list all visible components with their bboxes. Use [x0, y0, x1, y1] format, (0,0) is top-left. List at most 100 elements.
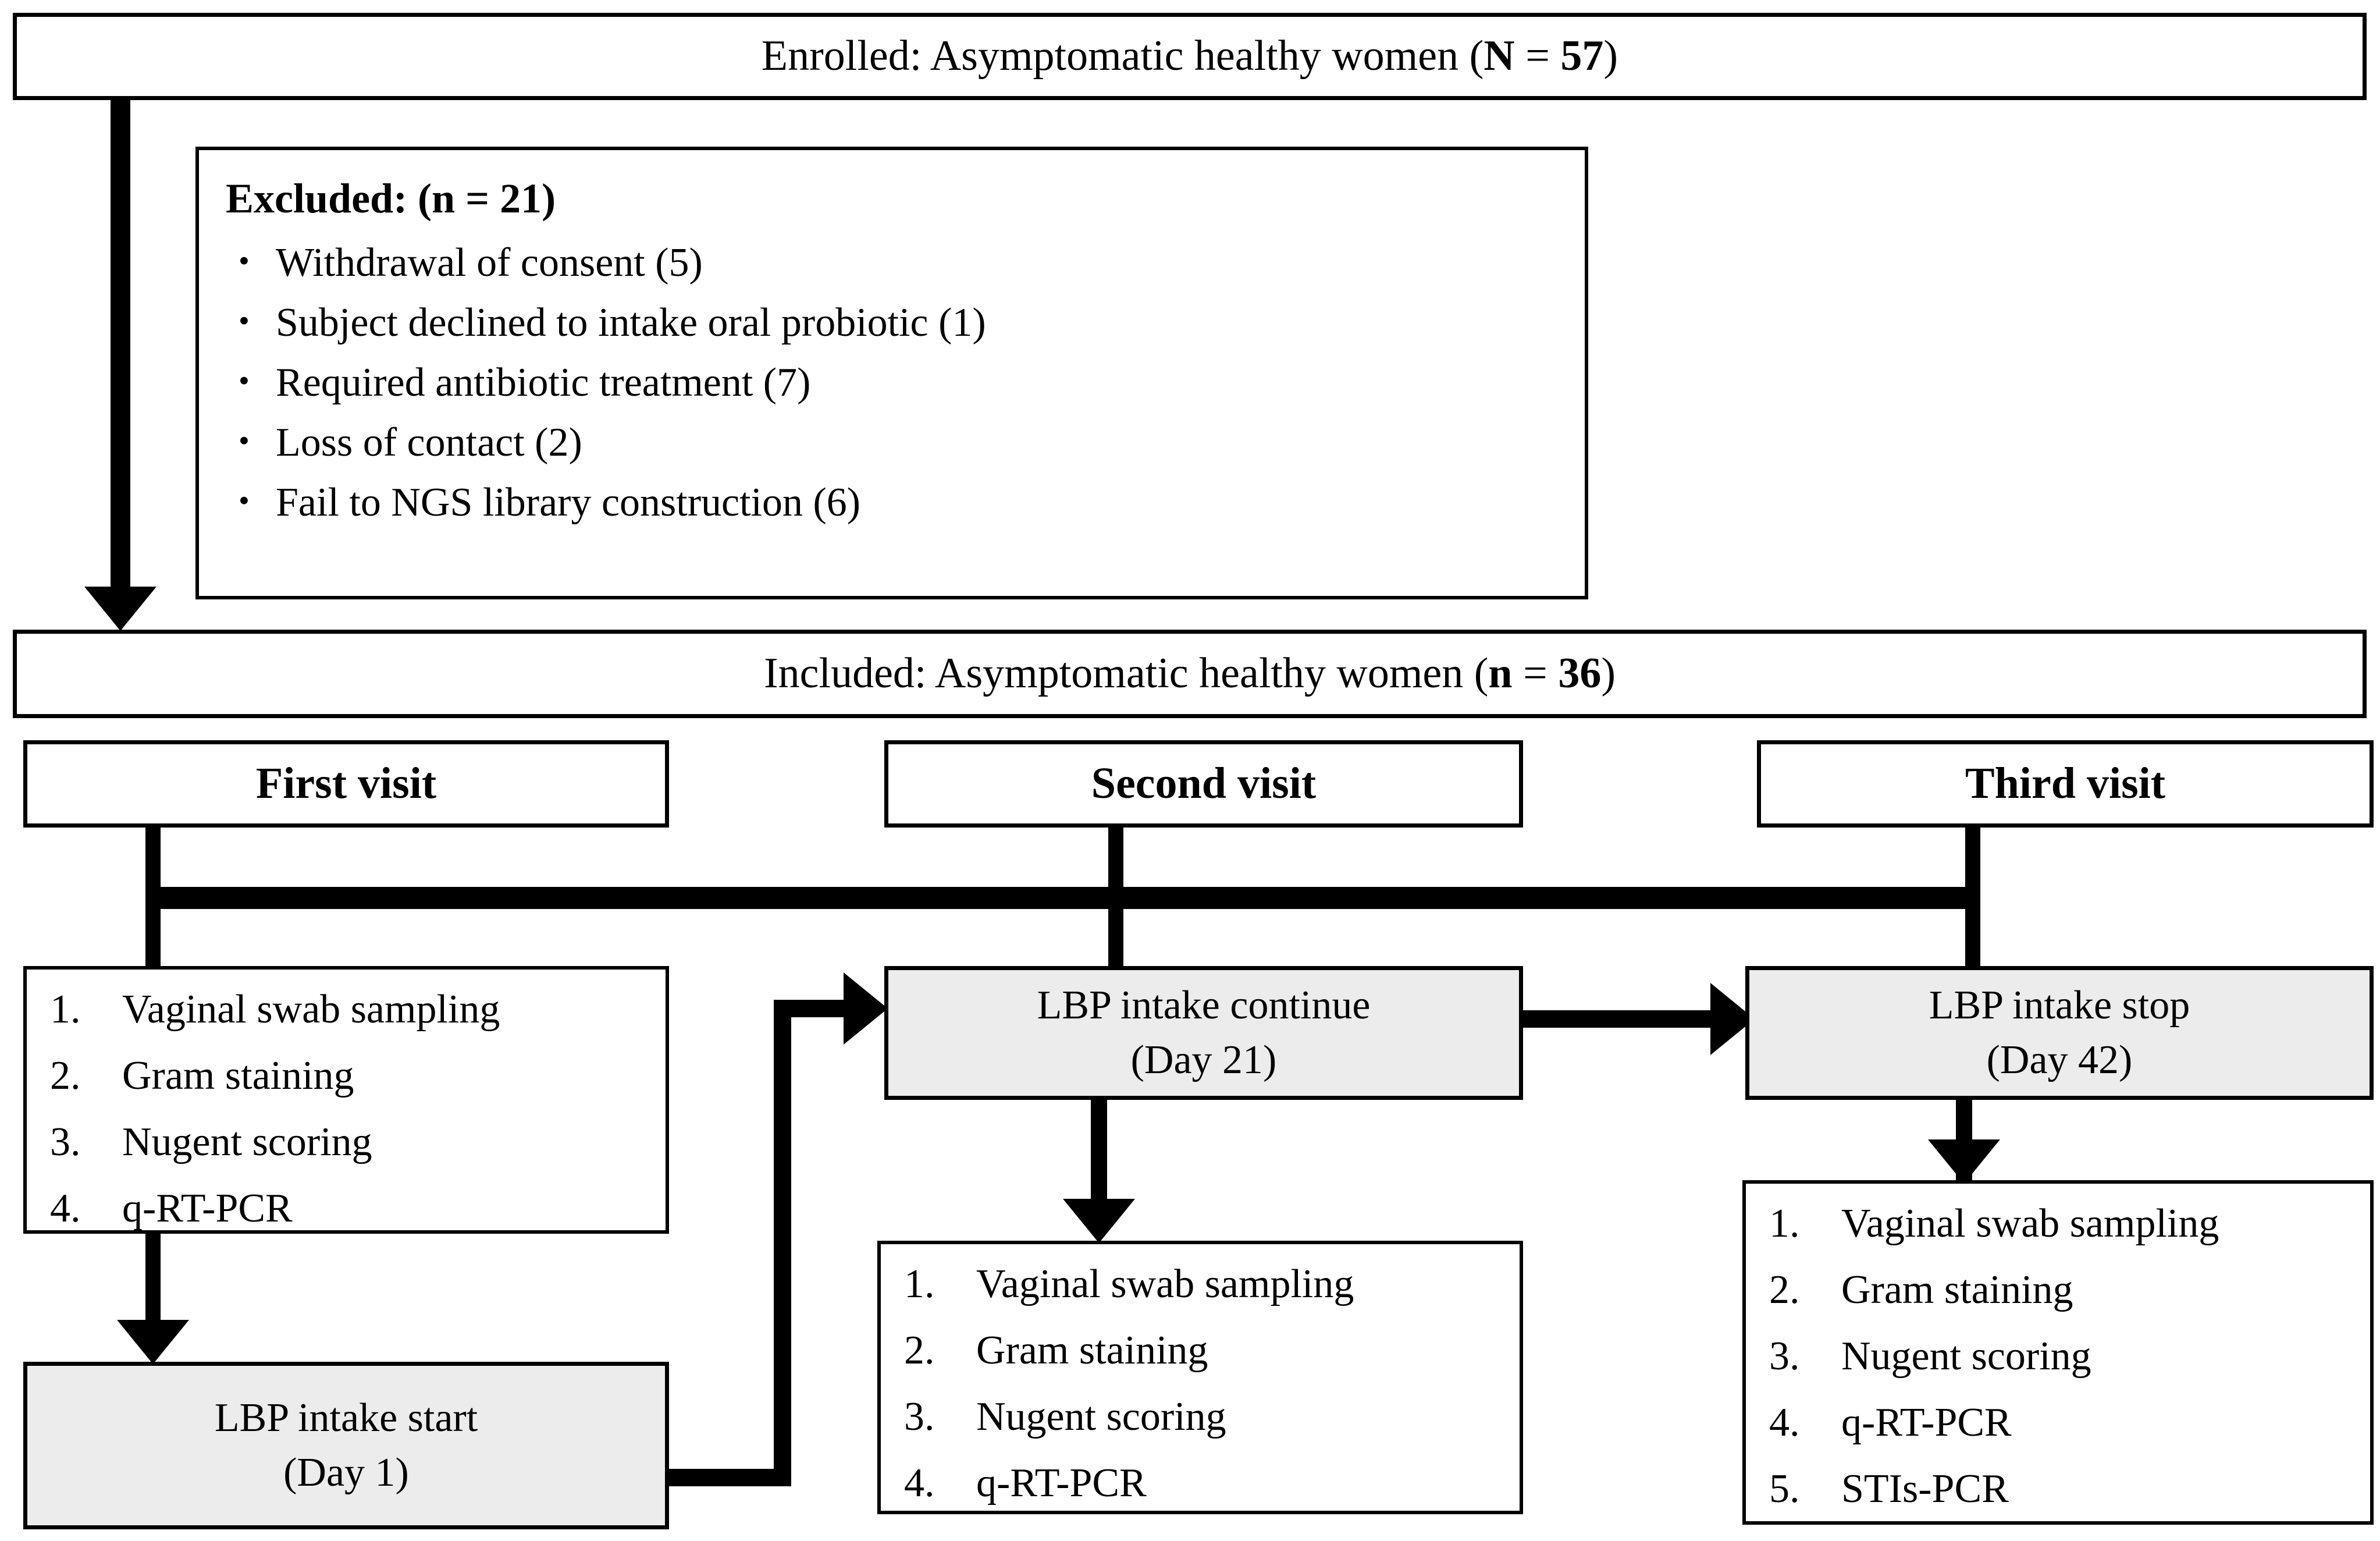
procedure-index: 1. — [1769, 1201, 1800, 1246]
second-visit-header-box: Second visit — [884, 740, 1523, 828]
bullet-icon: • — [239, 243, 250, 279]
list-item: 2. Gram staining — [1769, 1270, 2360, 1311]
third-visit-header-box: Third visit — [1757, 740, 2374, 828]
second-visit-procedures-box: 1. Vaginal swab sampling 2. Gram stainin… — [877, 1241, 1523, 1514]
procedure-index: 1. — [904, 1262, 935, 1306]
excluded-content: Excluded: (n = 21) • Withdrawal of conse… — [226, 173, 1567, 523]
enrolled-n-value: 57 — [1560, 32, 1604, 80]
list-item: 3. Nugent scoring — [1769, 1336, 2360, 1377]
third-visit-procedures-box: 1. Vaginal swab sampling 2. Gram stainin… — [1742, 1180, 2374, 1525]
procedure-index: 2. — [1769, 1267, 1800, 1312]
excluded-heading: Excluded: (n = 21) — [226, 173, 1567, 223]
included-label-suffix: ) — [1601, 649, 1616, 698]
procedure-index: 3. — [1769, 1334, 1800, 1379]
included-n-value: 36 — [1558, 649, 1602, 698]
enrolled-n-symbol: N — [1484, 32, 1515, 80]
bullet-icon: • — [239, 423, 250, 459]
excluded-reason-text: Withdrawal of consent (5) — [276, 240, 703, 286]
connector-first-visit-stem — [145, 826, 161, 897]
second-visit-title: Second visit — [1091, 759, 1317, 808]
enrolled-label-suffix: ) — [1603, 32, 1618, 80]
lbp-intake-stop-line1: LBP intake stop — [1929, 982, 2190, 1028]
bullet-icon: • — [239, 303, 250, 339]
list-item: • Required antibiotic treatment (7) — [226, 363, 1567, 403]
lbp-intake-continue-box: LBP intake continue (Day 21) — [884, 966, 1523, 1100]
procedure-text: Gram staining — [976, 1328, 1208, 1373]
excluded-box: Excluded: (n = 21) • Withdrawal of conse… — [195, 147, 1588, 599]
bullet-icon: • — [239, 483, 250, 519]
list-item: 4. q-RT-PCR — [904, 1463, 1509, 1504]
first-visit-procedure-list: 1. Vaginal swab sampling 2. Gram stainin… — [50, 989, 655, 1229]
excluded-reason-text: Subject declined to intake oral probioti… — [276, 300, 986, 346]
included-eq: = — [1512, 649, 1559, 698]
connector-firstvisit-to-lbpstart — [145, 1234, 161, 1336]
procedure-text: Nugent scoring — [1841, 1334, 2091, 1379]
arrowhead-firstvisit-to-lbpstart — [117, 1320, 189, 1364]
included-label-prefix: Included: Asymptomatic healthy women ( — [764, 649, 1489, 698]
connector-lbpcontinue-to-lbpstop — [1522, 1010, 1714, 1028]
included-n-symbol: n — [1488, 649, 1513, 698]
procedure-text: q-RT-PCR — [976, 1461, 1147, 1506]
list-item: 4. q-RT-PCR — [50, 1188, 655, 1229]
list-item: 3. Nugent scoring — [904, 1397, 1509, 1437]
list-item: • Subject declined to intake oral probio… — [226, 303, 1567, 343]
excluded-reason-text: Fail to NGS library construction (6) — [276, 480, 861, 525]
included-box: Included: Asymptomatic healthy women (n … — [13, 630, 2367, 718]
procedure-index: 2. — [50, 1053, 81, 1098]
lbp-intake-start-line1: LBP intake start — [214, 1395, 478, 1440]
third-visit-procedure-list: 1. Vaginal swab sampling 2. Gram stainin… — [1769, 1203, 2360, 1510]
list-item: • Loss of contact (2) — [226, 422, 1567, 463]
procedure-text: Nugent scoring — [122, 1120, 372, 1164]
second-visit-procedure-list: 1. Vaginal swab sampling 2. Gram stainin… — [904, 1264, 1509, 1504]
procedure-index: 2. — [904, 1328, 935, 1373]
arrowhead-lbpstop-to-procedures — [1928, 1139, 2000, 1184]
list-item: • Fail to NGS library construction (6) — [226, 482, 1567, 523]
procedure-index: 4. — [904, 1461, 935, 1506]
procedure-text: Vaginal swab sampling — [976, 1262, 1354, 1306]
connector-enrolled-to-included — [111, 100, 130, 589]
excluded-heading-prefix: Excluded: (n = — [226, 175, 500, 222]
procedure-text: Vaginal swab sampling — [1841, 1201, 2219, 1246]
list-item: 3. Nugent scoring — [50, 1122, 655, 1163]
excluded-reason-text: Required antibiotic treatment (7) — [276, 360, 811, 406]
excluded-reason-list: • Withdrawal of consent (5) • Subject de… — [226, 243, 1567, 523]
procedure-index: 3. — [904, 1394, 935, 1439]
first-visit-procedures-box: 1. Vaginal swab sampling 2. Gram stainin… — [23, 966, 669, 1234]
procedure-text: q-RT-PCR — [1841, 1400, 2012, 1445]
enrolled-box: Enrolled: Asymptomatic healthy women (N … — [13, 13, 2367, 100]
lbp-intake-continue-line2: (Day 21) — [1130, 1038, 1277, 1082]
procedure-text: q-RT-PCR — [122, 1186, 293, 1231]
excluded-reason-text: Loss of contact (2) — [276, 420, 582, 466]
connector-lbpstart-elbow-horizontal-lower — [666, 1469, 791, 1486]
arrowhead-lbpcontinue-to-procedures — [1063, 1199, 1135, 1243]
list-item: 5. STIs-PCR — [1769, 1469, 2360, 1510]
procedure-text: Gram staining — [1841, 1267, 2073, 1312]
connector-lbpstart-elbow-horizontal-upper — [774, 1000, 849, 1017]
procedure-index: 4. — [50, 1186, 81, 1231]
bullet-icon: • — [239, 363, 250, 399]
lbp-intake-stop-box: LBP intake stop (Day 42) — [1745, 966, 2374, 1100]
procedure-text: Vaginal swab sampling — [122, 987, 500, 1032]
list-item: 1. Vaginal swab sampling — [50, 989, 655, 1030]
list-item: 1. Vaginal swab sampling — [904, 1264, 1509, 1305]
connector-second-visit-drop — [1108, 906, 1123, 971]
connector-visit-bus — [145, 887, 1980, 909]
connector-second-visit-stem — [1108, 826, 1123, 897]
list-item: 1. Vaginal swab sampling — [1769, 1203, 2360, 1244]
procedure-text: STIs-PCR — [1841, 1467, 2009, 1511]
lbp-intake-start-box: LBP intake start (Day 1) — [23, 1362, 669, 1529]
excluded-heading-suffix: ) — [542, 175, 556, 222]
first-visit-title: First visit — [255, 759, 437, 808]
connector-third-visit-stem — [1965, 826, 1980, 897]
enrolled-label-prefix: Enrolled: Asymptomatic healthy women ( — [761, 32, 1484, 80]
list-item: 2. Gram staining — [50, 1056, 655, 1096]
list-item: 2. Gram staining — [904, 1330, 1509, 1371]
procedure-text: Gram staining — [122, 1053, 354, 1098]
procedure-index: 4. — [1769, 1400, 1800, 1445]
procedure-index: 1. — [50, 987, 81, 1032]
procedure-index: 3. — [50, 1120, 81, 1164]
procedure-index: 5. — [1769, 1467, 1800, 1511]
connector-third-visit-drop — [1965, 906, 1980, 971]
lbp-intake-continue-line1: LBP intake continue — [1037, 982, 1371, 1028]
